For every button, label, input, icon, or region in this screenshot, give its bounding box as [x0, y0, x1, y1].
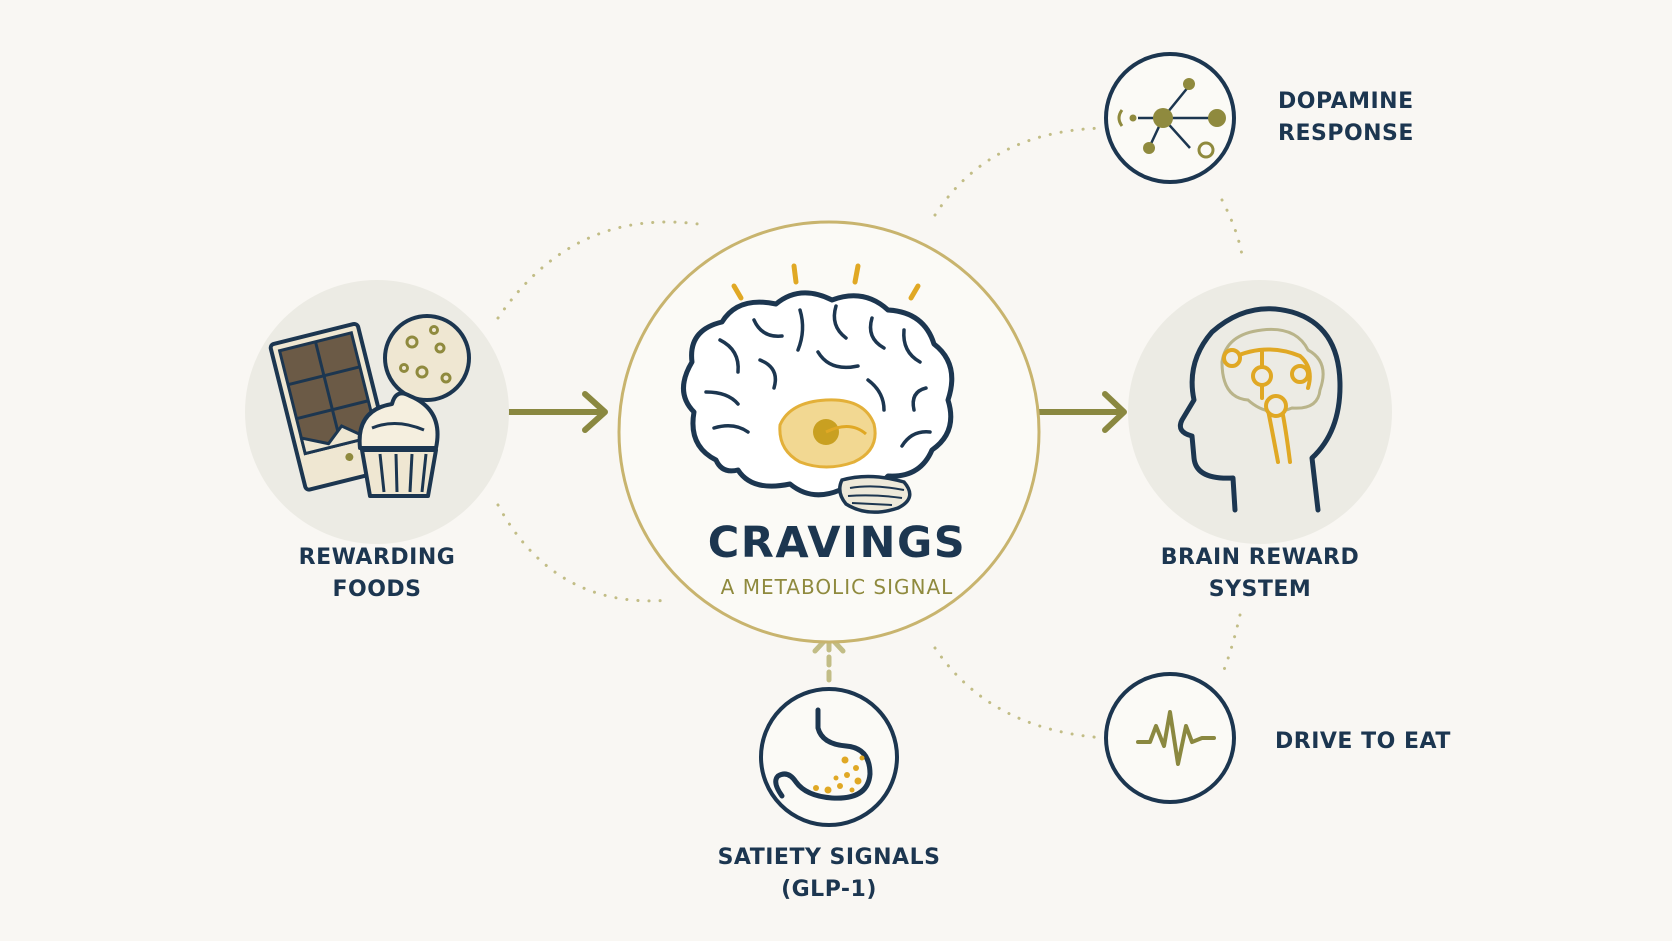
brain-reward-label: BRAIN REWARD SYSTEM: [1120, 542, 1400, 606]
satiety-label: SATIETY SIGNALS (GLP-1): [679, 842, 979, 906]
brain-icon: [681, 263, 955, 514]
connector-center-drive: [933, 646, 1107, 740]
satiety-line1: SATIETY SIGNALS: [717, 845, 941, 870]
diagram-title: CRAVINGS: [707, 518, 967, 568]
connector-foods-center-top: [496, 220, 707, 320]
pulse-wave-icon: [1136, 710, 1216, 766]
satiety-circle: [759, 687, 899, 827]
arrow-foods-to-center: [494, 391, 608, 433]
brain-reward-line1: BRAIN REWARD: [1160, 545, 1360, 570]
rewarding-foods-line1: REWARDING: [298, 545, 456, 570]
brain-reward-circle: [1128, 280, 1392, 544]
satiety-line2: (GLP-1): [781, 877, 877, 902]
dopamine-label: DOPAMINE RESPONSE: [1278, 86, 1478, 150]
dopamine-line1: DOPAMINE: [1278, 89, 1414, 114]
connector-brain-drive: [1220, 613, 1242, 677]
molecule-icon: [1117, 78, 1226, 159]
connector-center-dopamine: [933, 126, 1107, 217]
sweets-icon: [268, 314, 471, 498]
dopamine-line2: RESPONSE: [1278, 121, 1414, 146]
stomach-icon: [773, 707, 873, 801]
rewarding-foods-line2: FOODS: [332, 577, 422, 602]
drive-to-eat-circle: [1104, 672, 1236, 804]
head-profile-icon: [1177, 306, 1343, 513]
dotted-connectors: [496, 126, 1245, 740]
brain-reward-line2: SYSTEM: [1208, 577, 1312, 602]
drive-to-eat-line1: DRIVE TO EAT: [1275, 729, 1451, 754]
arrow-center-to-brain: [1034, 391, 1127, 433]
diagram-subtitle: A METABOLIC SIGNAL: [720, 575, 954, 599]
rewarding-foods-label: REWARDING FOODS: [257, 542, 497, 606]
drive-to-eat-label: DRIVE TO EAT: [1275, 726, 1495, 758]
connector-dopamine-brain: [1220, 198, 1245, 264]
